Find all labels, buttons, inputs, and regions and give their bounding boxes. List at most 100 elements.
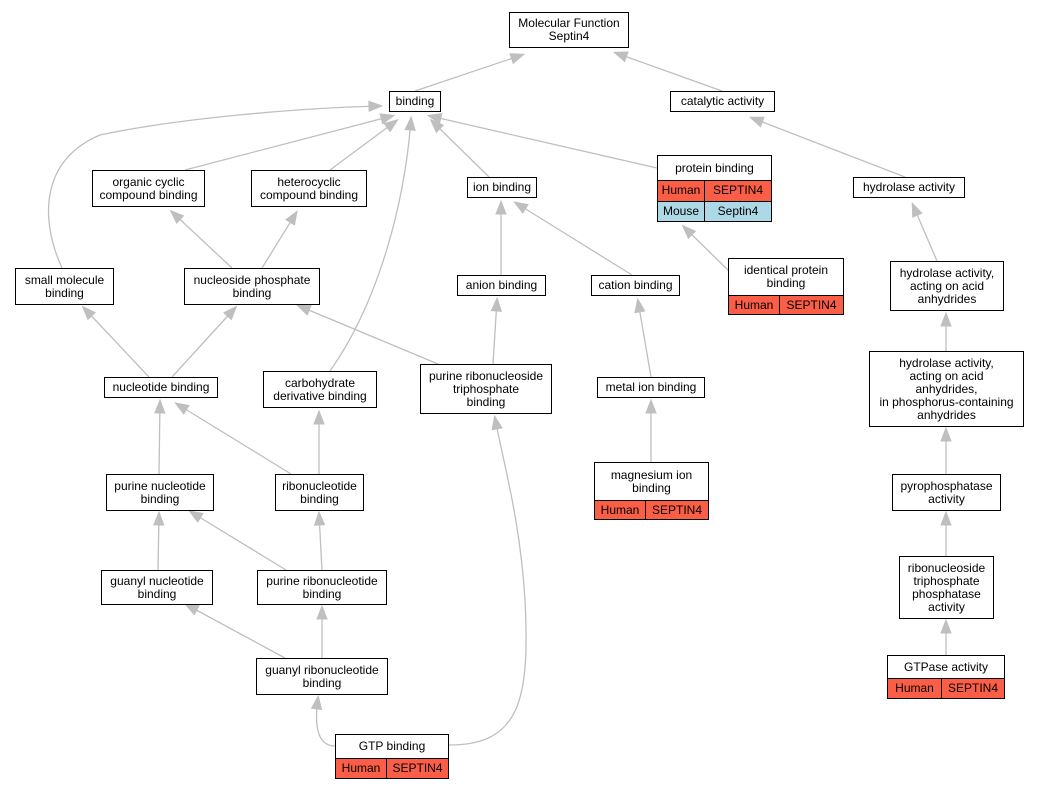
species-cell: Human bbox=[341, 761, 381, 775]
arrowhead-nucphos-to-hetero bbox=[285, 210, 298, 226]
edge-nucphos-to-organic bbox=[171, 211, 233, 269]
node-hydrolase: hydrolase activity bbox=[853, 177, 965, 198]
arrowhead-purinenuc-to-nucleotide bbox=[154, 398, 166, 414]
node-label-line: acting on acid bbox=[909, 368, 984, 383]
arrowhead-purineribo-to-ribonuc bbox=[313, 510, 326, 526]
arrowhead-nucleotide-to-smallmol bbox=[81, 305, 97, 321]
node-cation: cation binding bbox=[591, 275, 680, 296]
node-label: protein binding bbox=[658, 156, 771, 180]
arrowhead-guanylnuc-to-purinenuc bbox=[153, 510, 165, 526]
node-label-line: ion binding bbox=[472, 180, 532, 194]
node-label-line: binding bbox=[140, 491, 180, 506]
arrowhead-magnesium-to-metal bbox=[645, 398, 657, 414]
node-label-line: binding bbox=[632, 480, 671, 495]
edge-smallmol-to-binding bbox=[47, 105, 381, 269]
arrowhead-organic-to-binding bbox=[379, 113, 396, 125]
arrowhead-nucphos-to-organic bbox=[169, 209, 185, 225]
node-label: GTPase activity bbox=[888, 656, 1004, 678]
node-label-line: GTP binding bbox=[358, 739, 426, 753]
edge-purineribo-to-purinenuc bbox=[190, 511, 287, 571]
edge-metal-to-cation bbox=[637, 300, 652, 378]
node-label: GTP binding bbox=[336, 735, 448, 758]
arrowhead-hydrolase-to-catalytic bbox=[748, 116, 765, 128]
node-label-line: ribonucleoside bbox=[907, 560, 986, 575]
node-label-line: cation binding bbox=[598, 278, 673, 292]
node-label-line: hydrolase activity, bbox=[899, 265, 995, 280]
gene-cell: SEPTIN4 bbox=[704, 181, 771, 201]
node-label-line: activity bbox=[928, 491, 965, 506]
node-label-line: catalytic activity bbox=[680, 94, 765, 108]
arrowhead-purinetri-to-anion bbox=[490, 296, 502, 312]
arrowhead-ribotri-to-pyro bbox=[940, 510, 952, 526]
node-label-line: pyrophosphatase bbox=[900, 478, 993, 493]
arrowhead-smallmol-to-binding bbox=[368, 100, 384, 113]
node-label-line: binding bbox=[300, 491, 339, 506]
node-label: anion binding bbox=[458, 276, 545, 295]
annotation-row: Mouse Septin4 bbox=[658, 200, 771, 221]
arrowhead-gtp-to-guanylribo bbox=[310, 694, 323, 711]
node-label-line: compound binding bbox=[99, 187, 198, 202]
node-label-line: metal ion binding bbox=[605, 380, 697, 394]
edge-purinenuc-to-nucleotide bbox=[158, 401, 161, 475]
arrowhead-cation-to-ion bbox=[513, 201, 529, 214]
edge-purinetri-to-nucphos bbox=[298, 305, 439, 365]
gene-cell: Septin4 bbox=[704, 201, 771, 221]
gene-cell: SEPTIN4 bbox=[941, 679, 1004, 698]
node-label-line: binding bbox=[137, 586, 177, 601]
node-label-line: nucleotide binding bbox=[112, 380, 210, 394]
arrowhead-nucleotide-to-nucphos bbox=[223, 305, 238, 321]
node-label-line: binding bbox=[766, 276, 806, 290]
edge-binding-to-mf bbox=[414, 54, 523, 92]
node-label-line: purine ribonucleotide bbox=[266, 573, 378, 588]
node-label-line: hydrolase activity bbox=[862, 180, 956, 194]
arrowhead-hydrophos-to-hydroacid bbox=[940, 311, 952, 327]
node-label-line: carbohydrate bbox=[284, 375, 356, 390]
node-ion: ion binding bbox=[467, 177, 537, 198]
node-label-line: binding bbox=[45, 285, 84, 300]
node-label: catalytic activity bbox=[671, 92, 774, 111]
arrowhead-carbo-to-binding bbox=[404, 115, 416, 131]
node-label-line: small molecule bbox=[24, 272, 105, 287]
gene-cell: SEPTIN4 bbox=[779, 296, 843, 314]
node-anion: anion binding bbox=[457, 275, 546, 296]
species-cell: Mouse bbox=[662, 203, 700, 218]
arrowhead-guanylribo-to-guanylnuc bbox=[184, 603, 200, 616]
node-binding: binding bbox=[389, 91, 441, 112]
node-label-line: anhydrides bbox=[917, 407, 976, 422]
node-label-line: Molecular Function bbox=[518, 16, 620, 30]
arrowhead-catalytic-to-mf bbox=[612, 51, 629, 63]
node-label-line: binding bbox=[232, 285, 272, 300]
node-catalytic: catalytic activity bbox=[670, 91, 775, 112]
arrowhead-hydroacid-to-hydrolase bbox=[911, 201, 923, 218]
arrowhead-pyro-to-hydrophos bbox=[940, 426, 952, 442]
node-label-line: phosphatase bbox=[912, 586, 981, 601]
node-label-line: purine ribonucleoside bbox=[428, 368, 544, 383]
node-label-line: in phosphorus-containing bbox=[879, 394, 1014, 409]
node-label-line: binding bbox=[302, 675, 342, 690]
arrowhead-gtp-to-purinetri bbox=[491, 414, 503, 431]
species-cell: Human bbox=[600, 502, 640, 517]
edge-cation-to-ion bbox=[515, 202, 633, 276]
edge-guanylribo-to-guanylnuc bbox=[186, 604, 286, 659]
node-label-line: binding bbox=[466, 394, 506, 409]
node-label-line: activity bbox=[928, 599, 965, 614]
node-label-line: anhydrides bbox=[917, 291, 977, 306]
